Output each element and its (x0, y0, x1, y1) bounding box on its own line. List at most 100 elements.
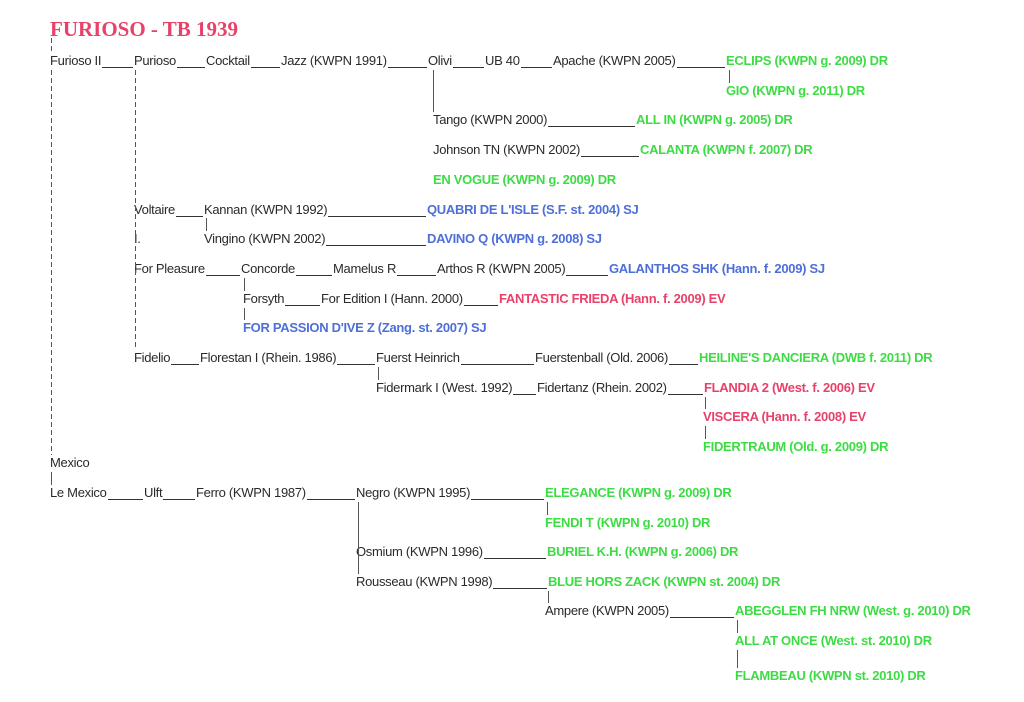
node-viscera: VISCERA (Hann. f. 2008) EV (703, 409, 866, 424)
connector-line (206, 218, 207, 231)
connector-line (51, 472, 52, 485)
connector-line (484, 558, 546, 559)
connector-line (493, 588, 547, 589)
node-for-edition: For Edition I (Hann. 2000) (321, 291, 463, 306)
page-title: FURIOSO - TB 1939 (50, 17, 239, 41)
connector-line (464, 305, 498, 306)
connector-line (328, 216, 426, 217)
connector-line (548, 591, 549, 603)
node-rousseau: Rousseau (KWPN 1998) (356, 574, 493, 589)
connector-line (163, 499, 195, 500)
node-tango: Tango (KWPN 2000) (433, 112, 548, 127)
node-galanthos: GALANTHOS SHK (Hann. f. 2009) SJ (609, 261, 825, 276)
node-johnson: Johnson TN (KWPN 2002) (433, 142, 581, 157)
node-for-passion: FOR PASSION D'IVE Z (Zang. st. 2007) SJ (243, 320, 487, 335)
node-flandia: FLANDIA 2 (West. f. 2006) EV (704, 380, 875, 395)
connector-line (108, 499, 143, 500)
node-all-in: ALL IN (KWPN g. 2005) DR (636, 112, 793, 127)
node-fendi: FENDI T (KWPN g. 2010) DR (545, 515, 711, 530)
connector-line (669, 364, 698, 365)
node-for-pleasure: For Pleasure (134, 261, 205, 276)
node-calanta: CALANTA (KWPN f. 2007) DR (640, 142, 813, 157)
connector-line (461, 364, 534, 365)
node-florestan: Florestan I (Rhein. 1986) (200, 350, 337, 365)
node-gio: GIO (KWPN g. 2011) DR (726, 83, 865, 98)
node-vingino: Vingino (KWPN 2002) (204, 231, 326, 246)
connector-line (177, 67, 205, 68)
connector-line (471, 499, 544, 500)
connector-line (102, 67, 133, 68)
node-fidermark: Fidermark I (West. 1992) (376, 380, 513, 395)
node-cocktail: Cocktail (206, 53, 250, 68)
node-ub40: UB 40 (485, 53, 520, 68)
node-kannan: Kannan (KWPN 1992) (204, 202, 328, 217)
node-buriel: BURIEL K.H. (KWPN g. 2006) DR (547, 544, 739, 559)
node-fuerstenball: Fuerstenball (Old. 2006) (535, 350, 668, 365)
node-blue-hors: BLUE HORS ZACK (KWPN st. 2004) DR (548, 574, 781, 589)
connector-line (285, 305, 320, 306)
connector-line (388, 67, 427, 68)
node-purioso: Purioso (134, 53, 176, 68)
connector-line (677, 67, 725, 68)
node-olivi: Olivi (428, 53, 452, 68)
node-voltaire: Voltaire (134, 202, 175, 217)
connector-line (251, 67, 280, 68)
node-quabri: QUABRI DE L'ISLE (S.F. st. 2004) SJ (427, 202, 639, 217)
connector-line (397, 275, 436, 276)
connector-line (670, 617, 734, 618)
connector-line (337, 364, 375, 365)
node-fidelio: Fidelio (134, 350, 171, 365)
connector-line (547, 502, 548, 515)
connector-line (513, 394, 536, 395)
connector-line (705, 397, 706, 409)
node-all-at-once: ALL AT ONCE (West. st. 2010) DR (735, 633, 932, 648)
connector-line (378, 367, 379, 380)
node-arthos: Arthos R (KWPN 2005) (437, 261, 566, 276)
node-davino: DAVINO Q (KWPN g. 2008) SJ (427, 231, 602, 246)
node-vingino-dot: I. (134, 231, 141, 246)
connector-line (176, 216, 203, 217)
connector-line (135, 70, 136, 350)
node-heiline: HEILINE'S DANCIERA (DWB f. 2011) DR (699, 350, 933, 365)
node-eclips: ECLIPS (KWPN g. 2009) DR (726, 53, 888, 68)
node-ampere: Ampere (KWPN 2005) (545, 603, 669, 618)
node-ferro: Ferro (KWPN 1987) (196, 485, 306, 500)
node-osmium: Osmium (KWPN 1996) (356, 544, 483, 559)
connector-line (433, 70, 434, 112)
node-apache: Apache (KWPN 2005) (553, 53, 676, 68)
connector-line (548, 126, 635, 127)
connector-line (326, 245, 426, 246)
connector-line (206, 275, 240, 276)
node-abegglen: ABEGGLEN FH NRW (West. g. 2010) DR (735, 603, 971, 618)
connector-line (307, 499, 355, 500)
connector-line (705, 426, 706, 439)
node-fidertanz: Fidertanz (Rhein. 2002) (537, 380, 667, 395)
node-en-vogue: EN VOGUE (KWPN g. 2009) DR (433, 172, 616, 187)
node-fuerst-heinrich: Fuerst Heinrich (376, 350, 460, 365)
node-elegance: ELEGANCE (KWPN g. 2009) DR (545, 485, 732, 500)
connector-line (521, 67, 552, 68)
node-concorde: Concorde (241, 261, 295, 276)
connector-line (566, 275, 608, 276)
node-forsyth: Forsyth (243, 291, 285, 306)
connector-line (51, 70, 52, 455)
node-fantastic: FANTASTIC FRIEDA (Hann. f. 2009) EV (499, 291, 726, 306)
connector-line (737, 620, 738, 633)
connector-line (244, 308, 245, 320)
connector-line (296, 275, 332, 276)
connector-line (51, 38, 52, 52)
connector-line (358, 502, 359, 574)
connector-line (581, 156, 639, 157)
connector-line (453, 67, 484, 68)
node-mamelus: Mamelus R (333, 261, 397, 276)
node-jazz: Jazz (KWPN 1991) (281, 53, 387, 68)
connector-line (668, 394, 703, 395)
node-fidertraum: FIDERTRAUM (Old. g. 2009) DR (703, 439, 889, 454)
connector-line (737, 650, 738, 668)
connector-line (171, 364, 199, 365)
node-furioso-ii: Furioso II (50, 53, 102, 68)
node-negro: Negro (KWPN 1995) (356, 485, 471, 500)
node-ulft: Ulft (144, 485, 163, 500)
node-mexico: Mexico (50, 455, 90, 470)
